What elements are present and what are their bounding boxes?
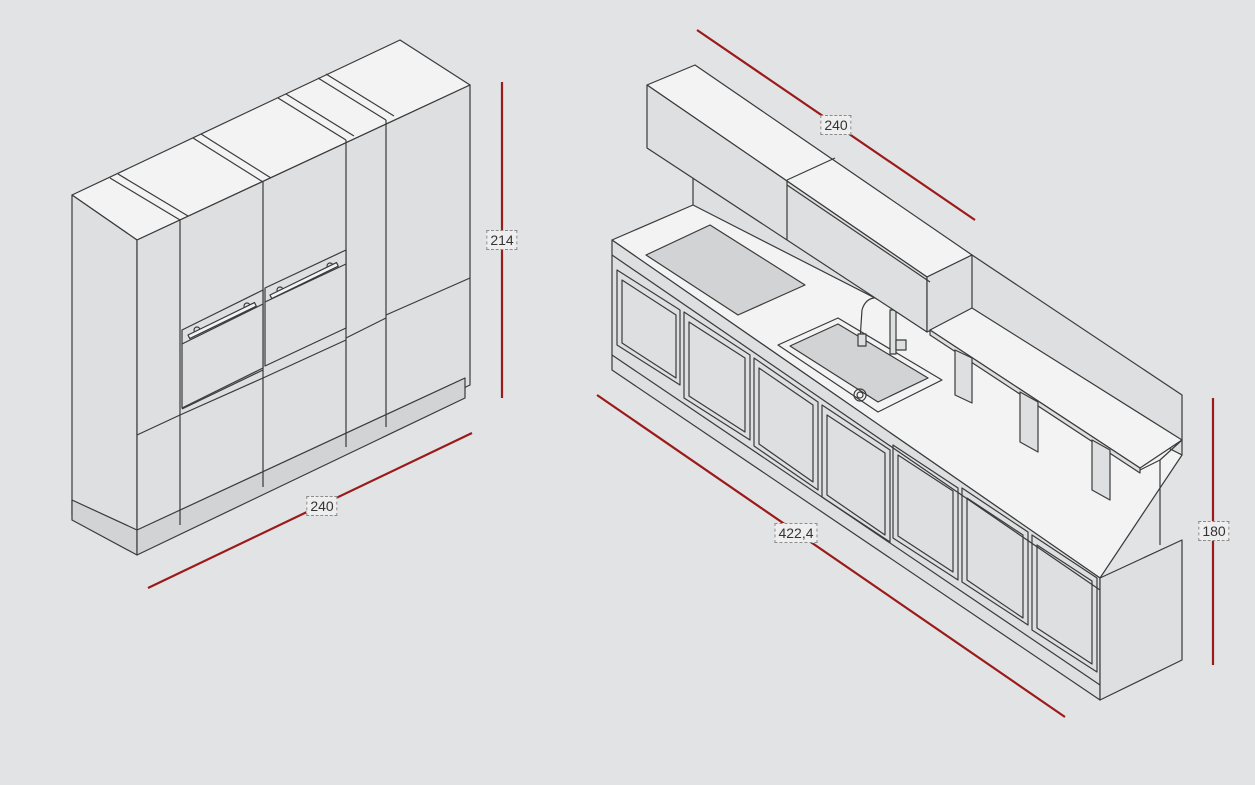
kitchen-run-block (611, 64, 1183, 701)
base-end-panel (1099, 539, 1183, 701)
base-run-width-label: 422,4 (774, 523, 818, 543)
tall-unit-top-dividers (109, 73, 395, 221)
tall-unit-width-label: 240 (306, 496, 338, 516)
wall-unit-width-label: 240 (820, 115, 852, 135)
oven-right (264, 249, 347, 367)
cooktop (645, 224, 806, 316)
wall-units (646, 64, 973, 333)
side-height-label: 180 (1198, 521, 1230, 541)
open-shelf-unit (929, 307, 1183, 545)
base-run-width-dimension-line (596, 394, 1066, 718)
base-cabinet-doors (616, 269, 1098, 673)
tall-unit-side-panel (71, 194, 138, 546)
tall-unit-block (71, 39, 471, 556)
tall-unit-height-label: 214 (486, 230, 518, 250)
sink (777, 317, 943, 413)
tall-unit-plinth-front (136, 377, 466, 556)
oven-left (181, 289, 264, 410)
